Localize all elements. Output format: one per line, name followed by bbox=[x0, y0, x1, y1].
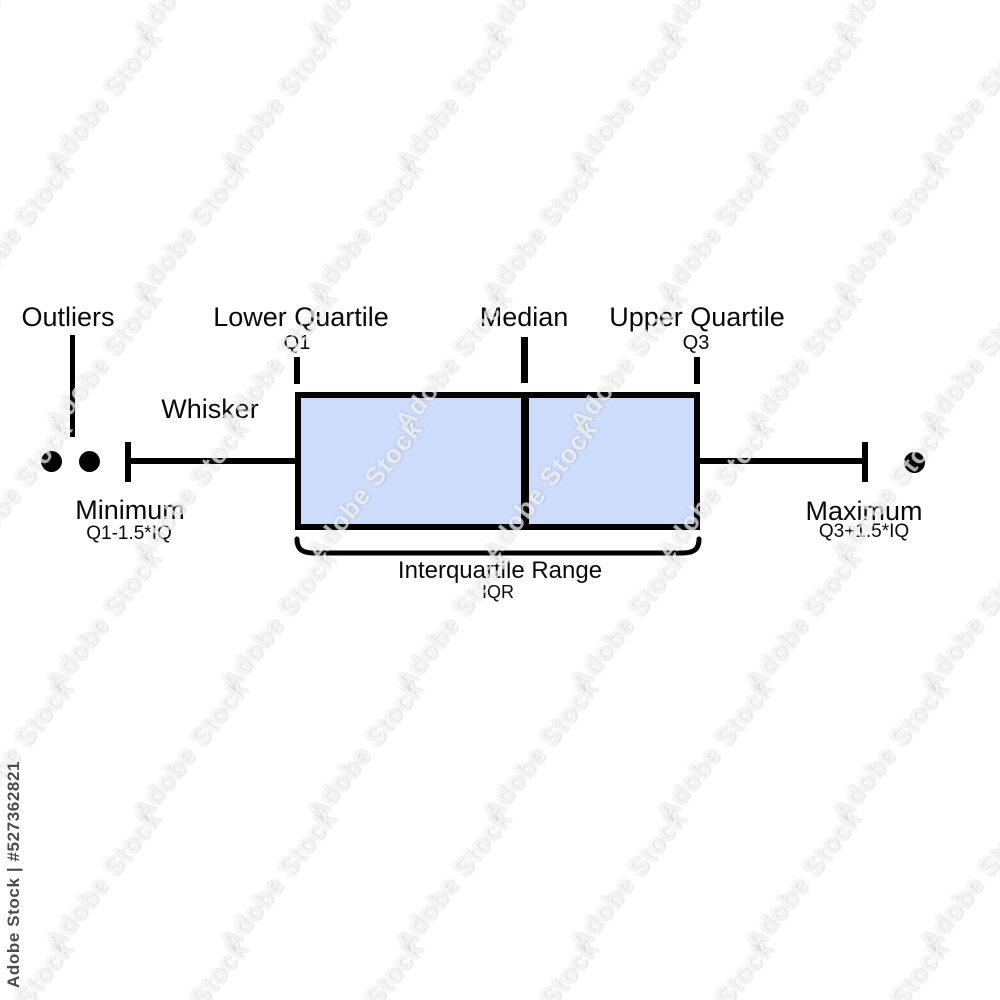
adobe-stock-watermark-tile: Adobe Stock bbox=[913, 284, 1000, 437]
adobe-stock-watermark-tile: Adobe Stock bbox=[475, 674, 604, 827]
adobe-stock-watermark-tile: Adobe Stock bbox=[563, 804, 692, 957]
adobe-stock-watermark-tile: Adobe Stock bbox=[125, 154, 254, 307]
adobe-stock-watermark-tile: Adobe Stock bbox=[825, 0, 954, 47]
median-label: Median bbox=[479, 302, 569, 332]
iqr-box bbox=[295, 392, 700, 530]
minimum-formula-label: Q1-1.5*IQ bbox=[86, 523, 172, 544]
adobe-stock-watermark-tile: Adobe Stock bbox=[38, 24, 167, 177]
adobe-stock-watermark-tile: Adobe Stock bbox=[563, 24, 692, 177]
outlier-dot-left-1 bbox=[41, 451, 62, 472]
adobe-stock-watermark-tile: Adobe Stock bbox=[300, 154, 429, 307]
adobe-stock-watermark-tile: Adobe Stock bbox=[0, 154, 79, 307]
adobe-stock-watermark-tile: Adobe Stock bbox=[738, 544, 867, 697]
adobe-stock-watermark-tile: Adobe Stock bbox=[213, 544, 342, 697]
adobe-stock-watermark-tile: Adobe Stock bbox=[825, 414, 954, 567]
adobe-stock-watermark-tile: Adobe Stock bbox=[650, 154, 779, 307]
outlier-dot-right bbox=[904, 452, 925, 473]
left-whisker-line bbox=[128, 458, 295, 464]
adobe-stock-watermark-tile: Adobe Stock bbox=[38, 804, 167, 957]
outliers-label: Outliers bbox=[21, 302, 115, 332]
adobe-stock-watermark-tile: Adobe Stock bbox=[650, 0, 779, 47]
adobe-stock-watermark-tile: Adobe Stock bbox=[475, 934, 604, 1000]
right-whisker-cap bbox=[862, 442, 868, 482]
adobe-stock-watermark-tile: Adobe Stock bbox=[300, 674, 429, 827]
right-whisker-line bbox=[700, 458, 864, 464]
adobe-stock-watermark-tile: Adobe Stock bbox=[213, 804, 342, 957]
adobe-stock-watermark-tile: Adobe Stock bbox=[825, 674, 954, 827]
q3-tick-line bbox=[694, 357, 700, 384]
adobe-stock-watermark-tile: Adobe Stock bbox=[913, 804, 1000, 957]
interquartile-range-label: Interquartile Range bbox=[397, 557, 603, 584]
adobe-stock-watermark-tile: Adobe Stock bbox=[475, 154, 604, 307]
median-line bbox=[521, 398, 529, 524]
outlier-dot-left-2 bbox=[79, 451, 100, 472]
adobe-stock-watermark-tile: Adobe Stock bbox=[913, 544, 1000, 697]
adobe-stock-watermark-tile: Adobe Stock bbox=[738, 804, 867, 957]
iqr-abbr-label: IQR bbox=[481, 582, 515, 602]
minimum-label: Minimum bbox=[75, 495, 185, 525]
adobe-stock-watermark-tile: Adobe Stock bbox=[650, 674, 779, 827]
adobe-stock-watermark-tile: Adobe Stock bbox=[300, 0, 429, 47]
adobe-stock-id-watermark: Adobe Stock | #527362821 bbox=[4, 760, 23, 988]
whisker-label: Whisker bbox=[161, 394, 259, 424]
adobe-stock-watermark-tile: Adobe Stock bbox=[38, 544, 167, 697]
adobe-stock-watermark-tile: Adobe Stock bbox=[213, 24, 342, 177]
adobe-stock-watermark-tile: Adobe Stock bbox=[300, 934, 429, 1000]
adobe-stock-watermark-tile: Adobe Stock bbox=[388, 804, 517, 957]
adobe-stock-watermark-tile: Adobe Stock bbox=[0, 414, 79, 567]
adobe-stock-watermark-tile: Adobe Stock bbox=[650, 934, 779, 1000]
adobe-stock-watermark-tile: Adobe Stock bbox=[0, 0, 79, 47]
left-whisker-cap bbox=[125, 442, 131, 482]
outliers-pointer-line bbox=[70, 335, 75, 437]
adobe-stock-watermark-tile: Adobe Stock bbox=[388, 24, 517, 177]
maximum-label: Maximum bbox=[805, 496, 923, 526]
q3-label: Q3 bbox=[682, 332, 710, 354]
adobe-stock-watermark-tile: Adobe Stock bbox=[125, 674, 254, 827]
maximum-formula-label: Q3+1.5*IQ bbox=[818, 521, 910, 542]
adobe-stock-watermark-tile: Adobe Stock bbox=[913, 24, 1000, 177]
adobe-stock-watermark-tile: Adobe Stock bbox=[825, 934, 954, 1000]
q1-tick-line bbox=[294, 357, 300, 384]
adobe-stock-watermark-tile: Adobe Stock bbox=[738, 24, 867, 177]
upper-quartile-label: Upper Quartile bbox=[609, 302, 785, 332]
adobe-stock-watermark-tile: Adobe Stock bbox=[125, 934, 254, 1000]
median-pointer-line bbox=[521, 337, 528, 383]
q1-label: Q1 bbox=[283, 332, 311, 354]
adobe-stock-watermark-tile: Adobe Stock bbox=[475, 0, 604, 47]
lower-quartile-label: Lower Quartile bbox=[213, 302, 389, 332]
adobe-stock-watermark-tile: Adobe Stock bbox=[125, 0, 254, 47]
iqr-brace bbox=[294, 536, 702, 556]
adobe-stock-watermark-tile: Adobe Stock bbox=[825, 154, 954, 307]
